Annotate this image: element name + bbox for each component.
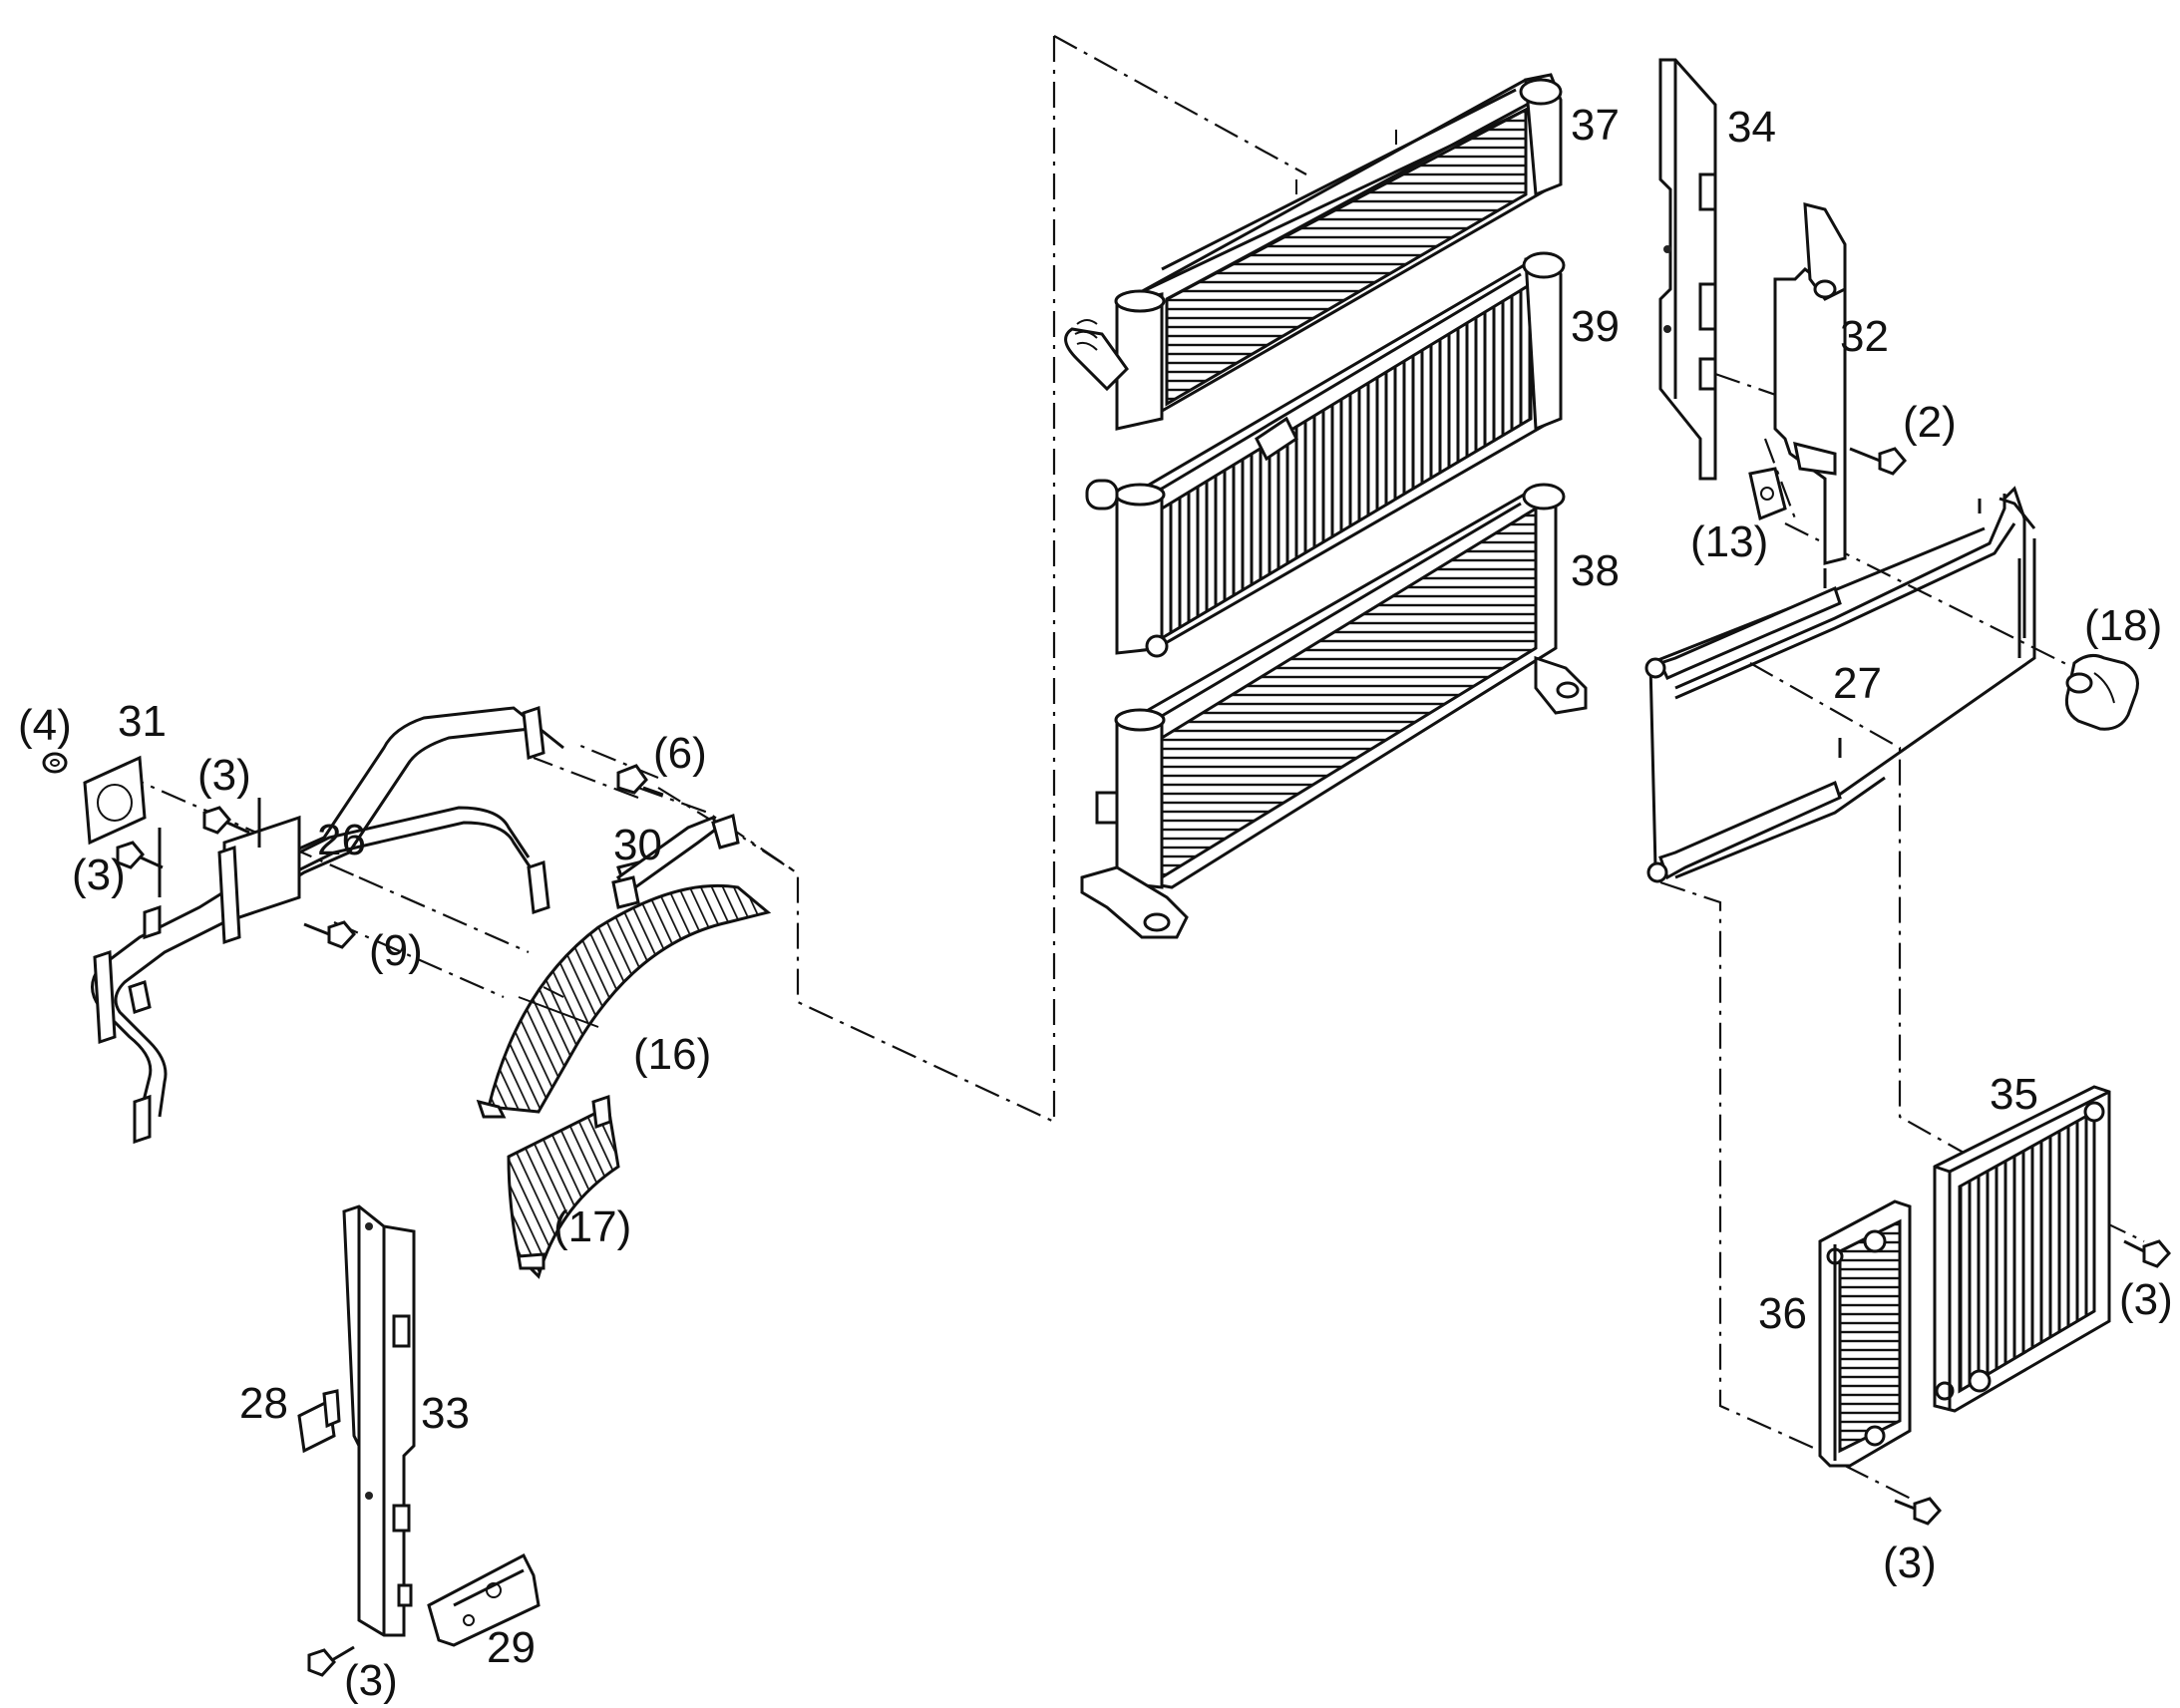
frame-27 <box>1644 486 2036 883</box>
callout-18: (18) <box>2084 601 2162 650</box>
callout-3-right: (3) <box>2119 1275 2173 1324</box>
callout-6: (6) <box>653 729 707 778</box>
radiator-39 <box>1085 251 1566 658</box>
callout-3-bottom: (3) <box>344 1656 398 1705</box>
callout-33: 33 <box>421 1389 470 1438</box>
callout-17: (17) <box>553 1202 631 1251</box>
bracket-28 <box>297 1389 341 1454</box>
plate-31 <box>83 755 147 846</box>
callout-9: (9) <box>369 926 423 975</box>
bracket-32 <box>1748 202 1847 565</box>
callout-35: 35 <box>1990 1070 2038 1119</box>
bolt-6 <box>616 764 664 797</box>
callout-37: 37 <box>1571 101 1620 150</box>
fan-shroud-17 <box>507 1094 620 1279</box>
bolt-3-upper-left <box>202 806 250 835</box>
callout-32: 32 <box>1840 312 1889 361</box>
knob-18 <box>2064 653 2139 731</box>
bolt-3-right <box>2123 1239 2171 1268</box>
callout-3-upper: (3) <box>197 751 251 800</box>
radiator-38 <box>1080 483 1588 939</box>
oil-cooler-35 <box>1933 1085 2111 1413</box>
callout-13: (13) <box>1690 517 1768 566</box>
callout-27: 27 <box>1833 659 1882 708</box>
callout-4: (4) <box>18 701 72 750</box>
callout-26: 26 <box>317 816 366 864</box>
bolt-3-lower-right <box>1894 1497 1942 1526</box>
bracket-30 <box>611 814 740 909</box>
callout-30: 30 <box>613 821 662 869</box>
callout-labels: 37 34 39 32 (2) 38 (13) (18) 27 (4) 31 (… <box>18 101 2173 1705</box>
oil-cooler-36 <box>1818 1199 1912 1468</box>
bracket-34 <box>1658 58 1717 481</box>
bracket-33 <box>342 1204 416 1637</box>
callout-28: 28 <box>239 1379 288 1428</box>
washer-4 <box>42 752 68 774</box>
bolt-3-left <box>116 841 164 869</box>
callout-36: 36 <box>1758 1289 1807 1338</box>
bolt-3-bottom <box>307 1645 355 1677</box>
bracket-29 <box>427 1552 541 1647</box>
callout-31: 31 <box>118 697 167 746</box>
callout-3-lower-right: (3) <box>1883 1538 1937 1587</box>
callout-16: (16) <box>633 1030 711 1079</box>
bolt-2 <box>1849 447 1907 476</box>
tube-frame-26 <box>91 705 564 1145</box>
callout-29: 29 <box>487 1623 536 1672</box>
callout-34: 34 <box>1727 103 1776 152</box>
callout-38: 38 <box>1571 546 1620 595</box>
callout-3-left: (3) <box>72 851 126 899</box>
bolt-9 <box>303 920 356 949</box>
radiator-37 <box>1064 73 1563 431</box>
callout-39: 39 <box>1571 302 1620 351</box>
callout-2: (2) <box>1903 398 1957 447</box>
